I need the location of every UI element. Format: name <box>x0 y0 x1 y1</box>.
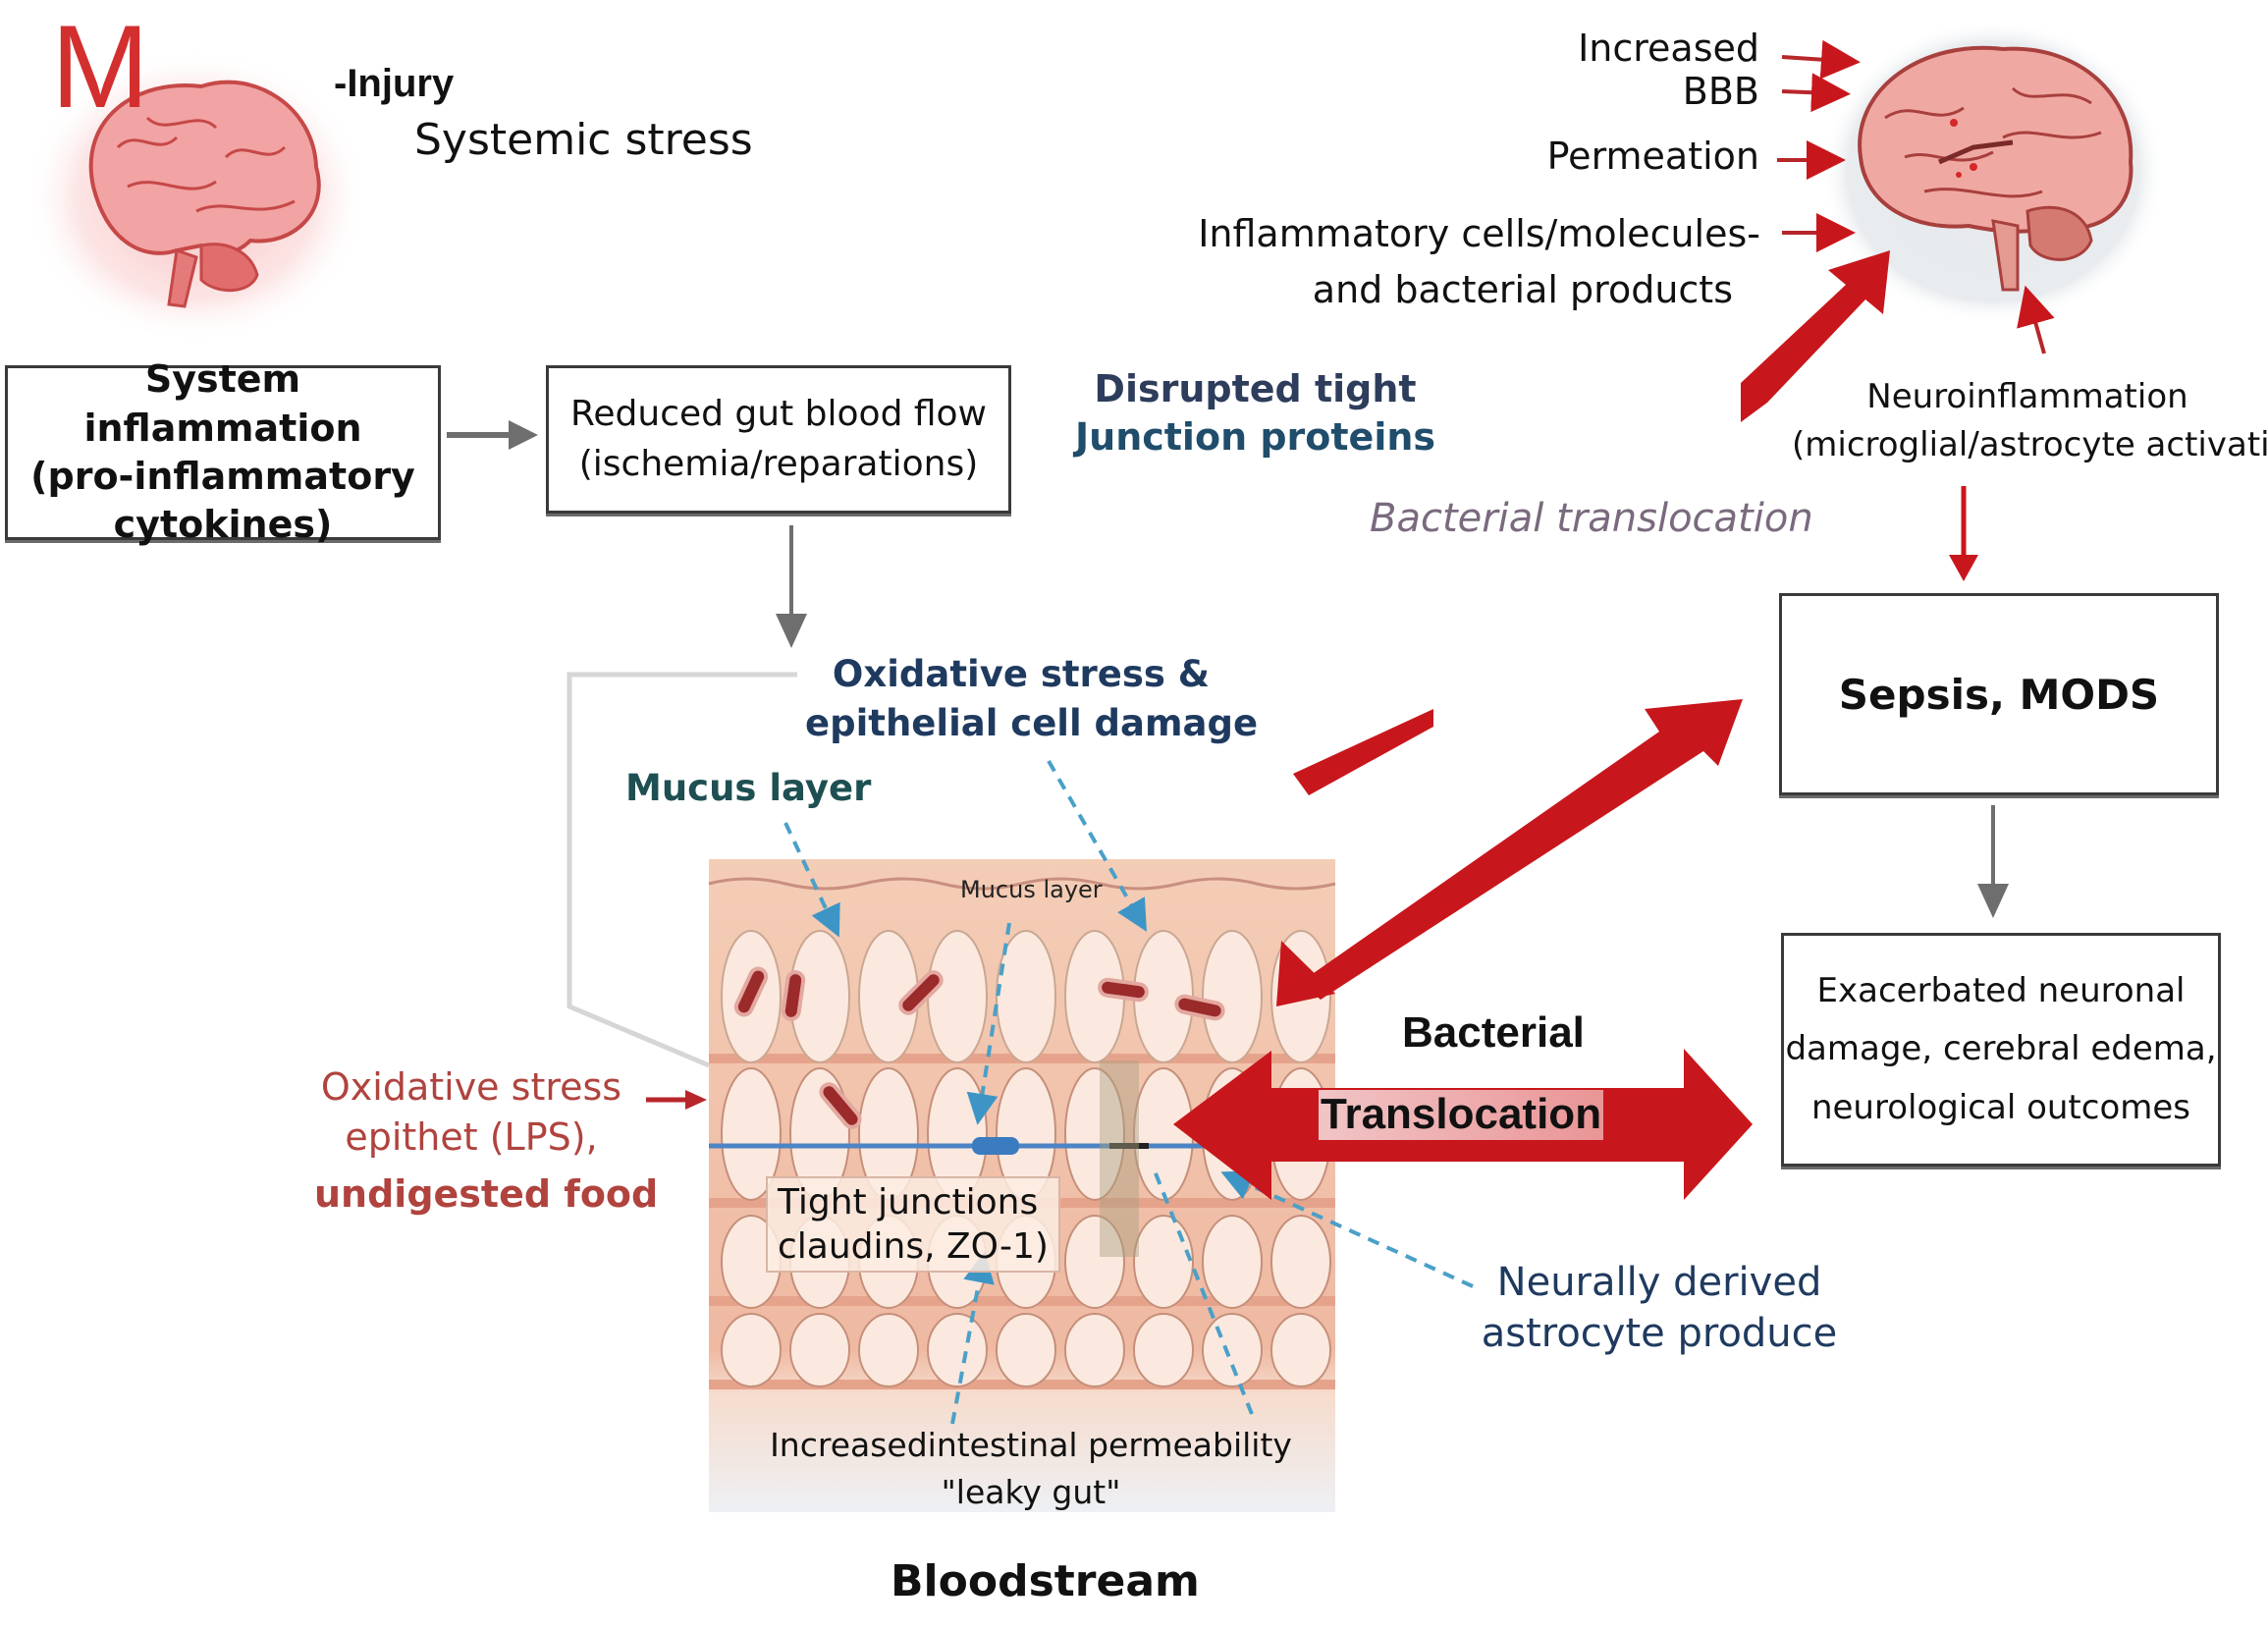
label-line: epithelial cell damage <box>805 701 1259 744</box>
epithelial-cell <box>1270 1215 1331 1309</box>
bloodstream-label: Bloodstream <box>891 1556 1200 1606</box>
tight-junctions-label: Tight junctions claudins, ZO-1) <box>766 1176 1060 1273</box>
epithelial-cell <box>858 1313 919 1387</box>
box-line: cytokines) <box>113 503 333 547</box>
epithelial-cell <box>927 1313 988 1387</box>
red-arrow-neuro-to-sepsis <box>1949 486 1978 581</box>
epithelial-cell <box>1133 1215 1194 1309</box>
epithelial-cell <box>1064 1067 1125 1201</box>
epithelial-cell <box>996 930 1056 1063</box>
oxidative-epithelial-label: Oxidative stress & epithelial cell damag… <box>805 650 1259 748</box>
epithelial-cell <box>721 1067 782 1201</box>
label-line: Junction proteins <box>1075 415 1436 460</box>
brain-input-arrows <box>1777 39 2055 354</box>
permeation-label: Permeation <box>1546 135 1759 178</box>
bacterial-products-label: and bacterial products <box>1312 268 1733 311</box>
label-line: Increasedintestinal permeability <box>770 1426 1292 1464</box>
box-sepsis-mods: Sepsis, MODS <box>1779 593 2219 795</box>
dashed-pointer-lines <box>783 760 1474 1425</box>
box-line: Sepsis, MODS <box>1838 670 2160 719</box>
red-arrow-to-brain <box>1741 250 1890 422</box>
box-line: Reduced gut blood flow <box>569 394 988 435</box>
left-brain-illustration <box>25 49 368 344</box>
inflammatory-cells-label: Inflammatory cells/molecules- <box>1198 212 1760 255</box>
label-line: Disrupted tight <box>1094 367 1417 410</box>
label-line: Neuroinflammation <box>1866 377 2188 416</box>
box-line: Exacerbated neuronal <box>1816 970 2186 1010</box>
label-line: Neurally derived <box>1496 1260 1822 1305</box>
mucus-layer-inner-label: Mucus layer <box>960 876 1103 903</box>
bbb-label: BBB <box>1682 70 1759 113</box>
box-line: damage, cerebral edema, <box>1785 1029 2217 1069</box>
neurally-derived-label: Neurally derived astrocyte produce <box>1473 1257 1846 1359</box>
epithelial-cell <box>1202 930 1263 1063</box>
box-line: neurological outcomes <box>1810 1087 2191 1127</box>
label-line: astrocyte produce <box>1481 1311 1838 1356</box>
box-system-inflammation: System inflammation (pro-inflammatory cy… <box>5 357 441 546</box>
epithelial-cell <box>1270 1313 1331 1387</box>
box-line: (pro-inflammatory <box>30 455 415 498</box>
right-brain-illustration <box>1821 20 2165 324</box>
epithelial-cell <box>996 1313 1056 1387</box>
epithelial-cell <box>1133 1313 1194 1387</box>
red-arrow-left-to-gut <box>646 1090 707 1110</box>
epithelial-cell <box>789 1313 850 1387</box>
label-line: Oxidative stress <box>320 1065 622 1109</box>
panel-letter: M <box>51 1 149 133</box>
label-line: Tight junctions <box>778 1182 1039 1222</box>
box-reduced-gut-blood-flow: Reduced gut blood flow (ischemia/reparat… <box>546 365 1011 514</box>
neuroinflammation-label: Neuroinflammation (microglial/astrocyte … <box>1792 373 2268 470</box>
box-line: (ischemia/reparations) <box>578 443 979 484</box>
epithelial-cell <box>721 1313 782 1387</box>
epithelial-cell <box>1064 1215 1125 1309</box>
systemic-stress-label: Systemic stress <box>414 115 753 165</box>
label-line: "leaky gut" <box>941 1472 1121 1511</box>
label-line: epithet (LPS), <box>345 1115 598 1160</box>
label-line: Oxidative stress & <box>832 653 1211 695</box>
increased-label: Increased <box>1578 27 1759 70</box>
label-line: undigested food <box>314 1171 659 1216</box>
bacterial-translocation-italic-label: Bacterial translocation <box>1370 496 1813 541</box>
epithelial-cell <box>1064 1313 1125 1387</box>
box-exacerbated-neuronal-damage: Exacerbated neuronal damage, cerebral ed… <box>1781 933 2221 1167</box>
epithelial-cell <box>927 930 988 1063</box>
epithelial-cell <box>1202 1313 1263 1387</box>
mucus-layer-bold-label: Mucus layer <box>625 767 872 809</box>
injury-label: -Injury <box>334 62 455 105</box>
label-line: claudins, ZO-1) <box>778 1226 1049 1267</box>
gray-connectors <box>447 420 2009 1068</box>
box-line: System inflammation <box>83 357 362 450</box>
epithelial-cell <box>1133 1067 1194 1201</box>
disrupted-tight-junction-label: Disrupted tight Junction proteins <box>1075 365 1435 462</box>
increased-permeability-label: Increasedintestinal permeability "leaky … <box>746 1422 1316 1516</box>
label-line: (microglial/astrocyte activation) <box>1792 425 2268 465</box>
translocation-label: Translocation <box>1319 1090 1604 1140</box>
red-diagonal-double-arrow <box>1276 699 1743 1006</box>
oxidative-stress-lps-label: Oxidative stress epithet (LPS), undigest… <box>314 1062 659 1220</box>
bacterial-label: Bacterial <box>1402 1008 1585 1057</box>
epithelial-cell <box>1202 1215 1263 1309</box>
